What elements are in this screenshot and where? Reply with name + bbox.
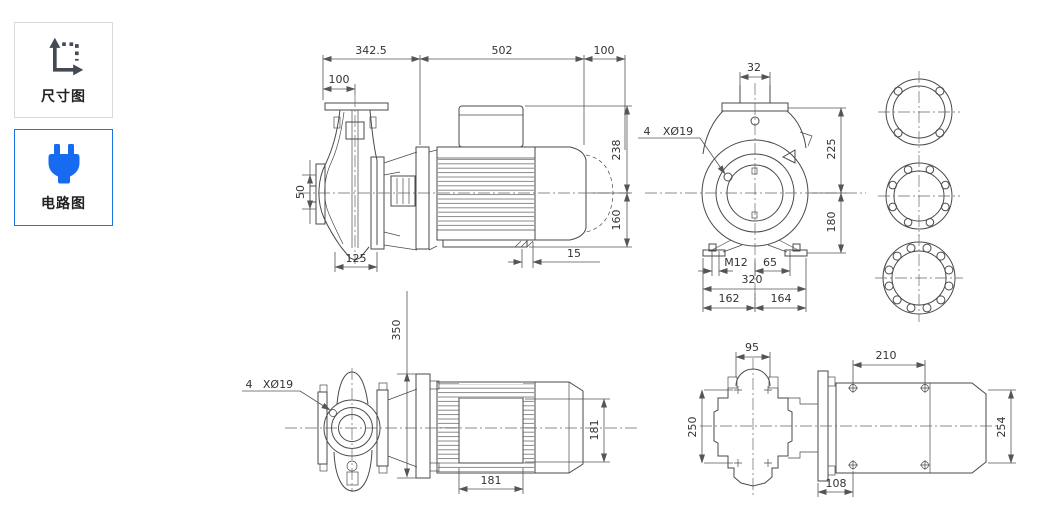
dim-label-250: 250 <box>686 417 699 438</box>
flange-4-hole <box>878 71 960 153</box>
dim-label-50: 50 <box>294 185 307 199</box>
dim-label-238: 238 <box>610 140 623 161</box>
dim-label-225: 225 <box>825 139 838 160</box>
dim-label-100-top: 100 <box>594 44 615 57</box>
dim-label-181-h: 181 <box>588 420 601 441</box>
dimension-icon <box>48 37 83 75</box>
dim-label-32: 32 <box>747 61 761 74</box>
dim-label-95: 95 <box>745 341 759 354</box>
flange-views <box>875 71 963 322</box>
dim-label-180: 180 <box>825 212 838 233</box>
dim-label-15: 15 <box>567 247 581 260</box>
dim-label-181-w: 181 <box>481 474 502 487</box>
hole-count-label: 4 <box>246 378 253 391</box>
side-view-drawing: 342.5 502 100 100 50 125 238 160 15 <box>294 44 632 272</box>
hole-count-label: 4 <box>644 125 651 138</box>
sidebar-item-label: 电路图 <box>41 195 86 211</box>
dim-label-350: 350 <box>390 320 403 341</box>
front-view-dimensions: 32 4 XØ19 225 180 M12 65 320 162 164 <box>638 61 846 312</box>
flange-8-hole <box>878 155 960 237</box>
sidebar-item-label: 尺寸图 <box>41 87 86 104</box>
sidebar-item-circuit-diagram[interactable]: 电路图 <box>14 129 113 226</box>
sidebar-item-dimension-diagram[interactable]: 尺寸图 <box>14 22 113 118</box>
flange-12-hole <box>875 234 963 322</box>
dim-label-160: 160 <box>610 210 623 231</box>
dim-label-210: 210 <box>876 349 897 362</box>
dim-label-125: 125 <box>346 252 367 265</box>
dim-label-65: 65 <box>763 256 777 269</box>
dim-label-254: 254 <box>995 417 1008 438</box>
dim-label-342-5: 342.5 <box>355 44 387 57</box>
dim-label-502: 502 <box>492 44 513 57</box>
side-view-dimensions: 342.5 502 100 100 50 125 238 160 15 <box>294 44 632 272</box>
plan-view-dimensions: 95 210 250 254 108 <box>686 341 1016 497</box>
front-view-drawing: 32 4 XØ19 225 180 M12 65 320 162 164 <box>638 61 866 312</box>
dim-label-320: 320 <box>742 273 763 286</box>
dim-label-108: 108 <box>826 477 847 490</box>
top-view-dimensions: 4 XØ19 350 181 181 <box>242 291 610 494</box>
top-view-drawing: 4 XØ19 350 181 181 <box>242 291 640 494</box>
dim-label-m12: M12 <box>724 256 748 269</box>
hole-dia-label: XØ19 <box>263 378 293 391</box>
dim-label-100-flange: 100 <box>329 73 350 86</box>
dim-label-164: 164 <box>771 292 792 305</box>
dim-label-162: 162 <box>719 292 740 305</box>
plan-view-drawing: 95 210 250 254 108 <box>686 341 1016 497</box>
plug-icon <box>48 144 79 184</box>
hole-dia-label: XØ19 <box>663 125 693 138</box>
